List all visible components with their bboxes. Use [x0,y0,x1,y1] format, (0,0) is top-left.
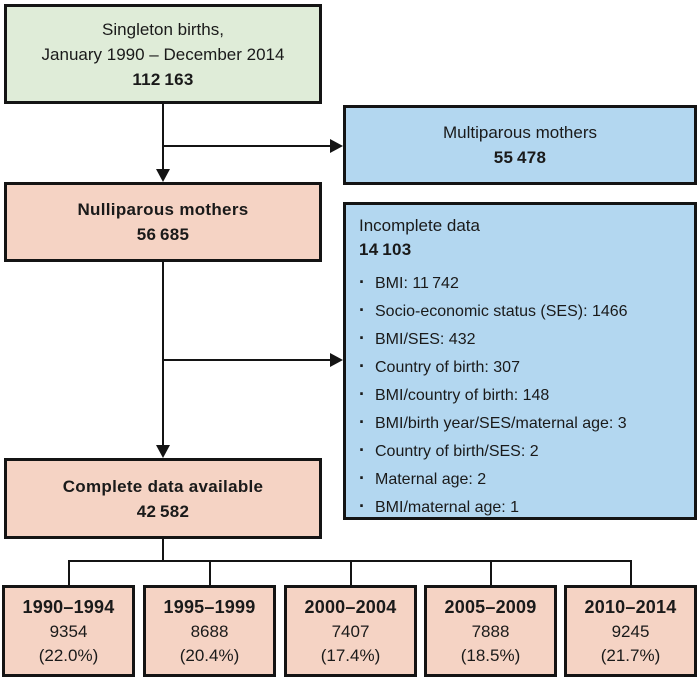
cohort-count: 8688 [190,621,229,641]
list-item-text: BMI/country of birth: 148 [375,387,550,404]
connector-cohort-drop-3 [350,560,352,585]
connector-to-multiparous [163,145,332,147]
arrow-down-icon [156,445,170,458]
bullet-icon: · [359,328,365,348]
list-item-text: Maternal age: 2 [375,471,487,488]
cohort-box-1995-1999: 1995–1999 8688 (20.4%) [143,585,276,677]
incomplete-label: Incomplete data [359,216,480,235]
singleton-title-line1: Singleton births, [102,19,224,39]
list-item: · Country of birth/SES: 2 [359,437,628,465]
cohort-percent: (20.4%) [179,645,240,665]
list-item: · Country of birth: 307 [359,353,628,381]
cohort-percent: (22.0%) [38,645,99,665]
bullet-icon: · [359,272,365,292]
list-item: · BMI/SES: 432 [359,325,628,353]
list-item: · BMI/maternal age: 1 [359,493,628,521]
list-item-text: BMI: 11 742 [375,275,459,292]
list-item: · Maternal age: 2 [359,465,628,493]
cohort-years: 2010–2014 [584,596,677,617]
nulliparous-count: 56 685 [136,225,190,244]
bullet-icon: · [359,468,365,488]
list-item: · BMI: 11 742 [359,269,628,297]
arrow-down-icon [156,169,170,182]
nulliparous-label: Nulliparous mothers [77,200,249,219]
complete-label: Complete data available [62,476,264,496]
connector-cohort-drop-2 [209,560,211,585]
cohort-box-1990-1994: 1990–1994 9354 (22.0%) [2,585,135,677]
list-item: · BMI/country of birth: 148 [359,381,628,409]
cohort-count: 7407 [331,621,370,641]
cohort-percent: (21.7%) [600,645,661,665]
multiparous-mothers-box: Multiparous mothers 55 478 [343,105,697,185]
bullet-icon: · [359,412,365,432]
singleton-births-box: Singleton births, January 1990 – Decembe… [4,4,322,104]
bullet-icon: · [359,356,365,376]
list-item-text: BMI/SES: 432 [375,331,476,348]
cohort-percent: (17.4%) [320,645,381,665]
complete-count: 42 582 [136,501,190,521]
connector-cohort-drop-1 [68,560,70,585]
cohort-box-2010-2014: 2010–2014 9245 (21.7%) [564,585,697,677]
cohort-percent: (18.5%) [460,645,521,665]
connector-to-incomplete [163,359,332,361]
cohort-box-2005-2009: 2005–2009 7888 (18.5%) [424,585,557,677]
connector-nulliparous-to-complete [162,262,164,445]
incomplete-reasons-list: · BMI: 11 742 · Socio-economic status (SES… [359,269,628,521]
cohort-count: 7888 [471,621,510,641]
multiparous-label: Multiparous mothers [442,123,597,142]
singleton-count: 112 163 [132,69,194,89]
cohort-years: 1990–1994 [22,596,115,617]
arrow-right-icon [330,353,343,367]
list-item: · Socio-economic status (SES): 1466 [359,297,628,325]
cohort-years: 2005–2009 [444,596,537,617]
list-item-text: Country of birth: 307 [375,359,520,376]
multiparous-count: 55 478 [493,148,547,167]
connector-complete-stem [162,539,164,562]
singleton-title-line2: January 1990 – December 2014 [41,44,285,64]
nulliparous-mothers-box: Nulliparous mothers 56 685 [4,182,322,262]
incomplete-data-box: Incomplete data 14 103 · BMI: 11 742 · Soc… [343,202,697,520]
cohort-count: 9354 [49,621,88,641]
bullet-icon: · [359,384,365,404]
cohort-box-2000-2004: 2000–2004 7407 (17.4%) [284,585,417,677]
connector-cohort-drop-4 [490,560,492,585]
incomplete-count: 14 103 [359,240,412,259]
connector-cohort-drop-5 [630,560,632,585]
cohort-years: 1995–1999 [163,596,256,617]
list-item-text: BMI/birth year/SES/maternal age: 3 [375,415,627,432]
list-item-text: Socio-economic status (SES): 1466 [375,303,628,320]
bullet-icon: · [359,440,365,460]
bullet-icon: · [359,496,365,516]
list-item-text: Country of birth/SES: 2 [375,443,539,460]
arrow-right-icon [330,139,343,153]
list-item-text: BMI/maternal age: 1 [375,499,520,516]
bullet-icon: · [359,300,365,320]
connector-singleton-to-nulliparous [162,104,164,170]
complete-data-box: Complete data available 42 582 [4,458,322,539]
list-item: · BMI/birth year/SES/maternal age: 3 [359,409,628,437]
cohort-count: 9245 [611,621,650,641]
cohort-years: 2000–2004 [304,596,397,617]
